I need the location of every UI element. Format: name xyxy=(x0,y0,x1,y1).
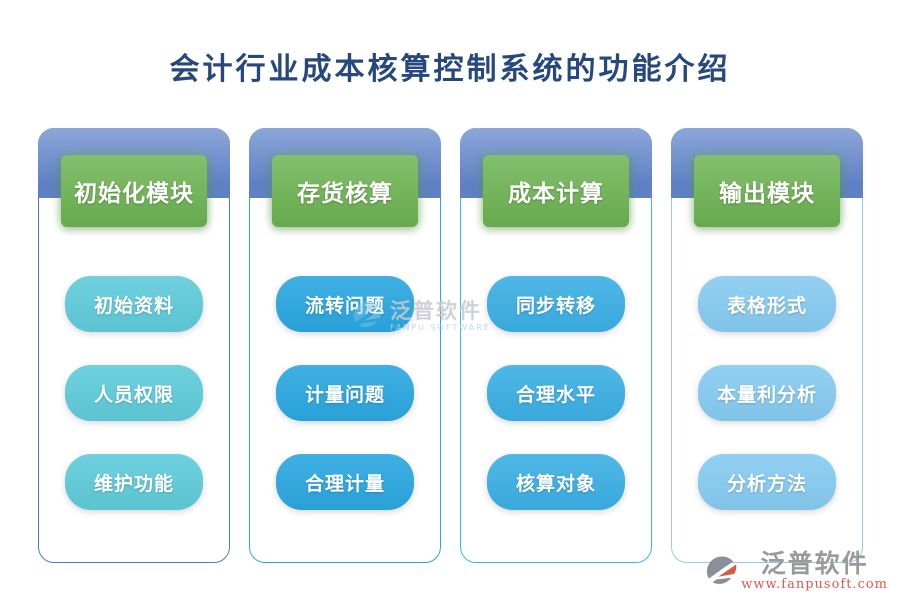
brand-logo: 泛普软件 www.fanpusoft.com xyxy=(705,548,888,592)
node-table-format: 表格形式 xyxy=(698,276,836,332)
node-circulation-issues: 流转问题 xyxy=(276,276,414,332)
card-cost-calculation: 成本计算 同步转移 合理水平 核算对象 xyxy=(460,128,652,563)
page-title: 会计行业成本核算控制系统的功能介绍 xyxy=(169,52,731,87)
node-accounting-object: 核算对象 xyxy=(487,454,625,510)
brand-text: 泛普软件 www.fanpusoft.com xyxy=(741,548,888,592)
node-reasonable-level: 合理水平 xyxy=(487,365,625,421)
node-synchronous-transfer: 同步转移 xyxy=(487,276,625,332)
card-header-initialization: 初始化模块 xyxy=(61,155,207,227)
brand-name: 泛普软件 xyxy=(760,548,869,578)
card-header-inventory: 存货核算 xyxy=(272,155,418,227)
card-header-cost: 成本计算 xyxy=(483,155,629,227)
card-items: 初始资料 人员权限 维护功能 xyxy=(39,276,229,510)
fanpu-logo-icon xyxy=(707,556,737,584)
card-items: 流转问题 计量问题 合理计量 xyxy=(250,276,440,510)
card-inventory-accounting: 存货核算 流转问题 计量问题 合理计量 xyxy=(249,128,441,563)
node-maintenance-function: 维护功能 xyxy=(65,454,203,510)
cards-row: 初始化模块 初始资料 人员权限 维护功能 存货核算 流转问题 计量问题 合理计量… xyxy=(38,128,863,563)
brand-url: www.fanpusoft.com xyxy=(741,577,888,592)
node-cvp-analysis: 本量利分析 xyxy=(698,365,836,421)
node-reasonable-measurement: 合理计量 xyxy=(276,454,414,510)
card-initialization-module: 初始化模块 初始资料 人员权限 维护功能 xyxy=(38,128,230,563)
node-analysis-method: 分析方法 xyxy=(698,454,836,510)
node-measurement-issues: 计量问题 xyxy=(276,365,414,421)
node-initial-data: 初始资料 xyxy=(65,276,203,332)
card-items: 表格形式 本量利分析 分析方法 xyxy=(672,276,862,510)
card-items: 同步转移 合理水平 核算对象 xyxy=(461,276,651,510)
node-personnel-permissions: 人员权限 xyxy=(65,365,203,421)
card-header-output: 输出模块 xyxy=(694,155,840,227)
card-output-module: 输出模块 表格形式 本量利分析 分析方法 xyxy=(671,128,863,563)
